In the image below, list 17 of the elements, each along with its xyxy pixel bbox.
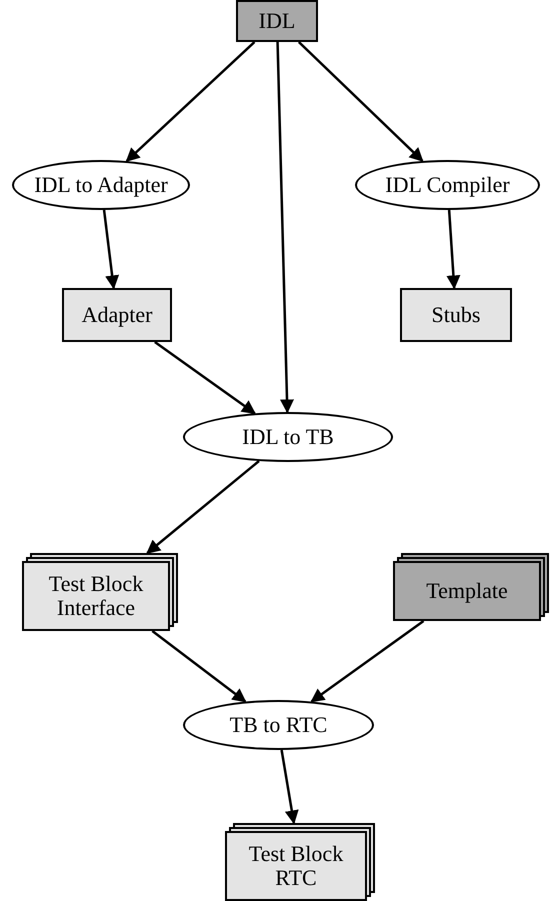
arrow	[280, 750, 299, 824]
process-ellipse: IDL to Adapter	[12, 160, 190, 210]
arrow	[152, 630, 246, 703]
data-box: IDL	[236, 0, 318, 42]
process-ellipse: TB to RTC	[183, 700, 374, 750]
arrow	[298, 41, 424, 162]
arrow	[310, 620, 424, 703]
process-ellipse: IDL to TB	[183, 412, 393, 462]
process-ellipse: IDL Compiler	[355, 160, 540, 210]
data-box: Stubs	[400, 288, 512, 342]
arrow	[126, 41, 256, 162]
arrow	[446, 210, 460, 290]
arrow	[102, 210, 120, 290]
arrow	[146, 460, 260, 554]
arrow	[276, 42, 294, 414]
arrow	[154, 340, 256, 414]
data-box: Adapter	[62, 288, 172, 342]
